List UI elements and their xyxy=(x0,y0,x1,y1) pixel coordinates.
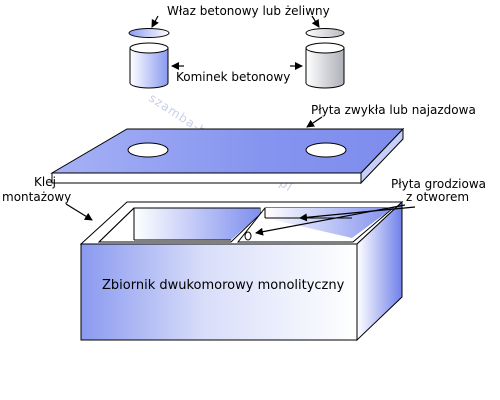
slab-opening-left xyxy=(127,142,169,158)
manhole-cover-right xyxy=(305,28,345,38)
chimney-cylinder-right xyxy=(305,42,345,89)
chimney-cylinder-left xyxy=(129,42,169,89)
tank xyxy=(79,200,404,342)
adhesive-arrow xyxy=(65,203,93,221)
manhole-arrow-left xyxy=(151,15,159,28)
manhole-cover-left xyxy=(128,28,170,38)
slab-label: Płyta zwykła lub najazdowa xyxy=(311,103,476,117)
adhesive-label-line2: montażowy xyxy=(2,190,71,204)
manhole-arrow-right xyxy=(311,15,320,28)
tank-label: Zbiornik dwukomorowy monolityczny xyxy=(102,278,345,293)
partition-label-line2: z otworem xyxy=(406,190,469,204)
partition-arrow-2 xyxy=(299,206,416,222)
slab-opening-right xyxy=(305,142,347,158)
adhesive-label-line1: Klej xyxy=(34,175,56,189)
top-slab xyxy=(50,127,405,185)
partition-label-line1: Płyta grodziowa xyxy=(391,177,486,191)
partition-hole xyxy=(244,231,252,241)
slab-arrow xyxy=(306,116,323,128)
manhole-label: Właz betonowy lub żeliwny xyxy=(167,4,330,18)
chimney-label: Kominek betonowy xyxy=(176,70,290,84)
partition-arrow xyxy=(255,204,406,236)
